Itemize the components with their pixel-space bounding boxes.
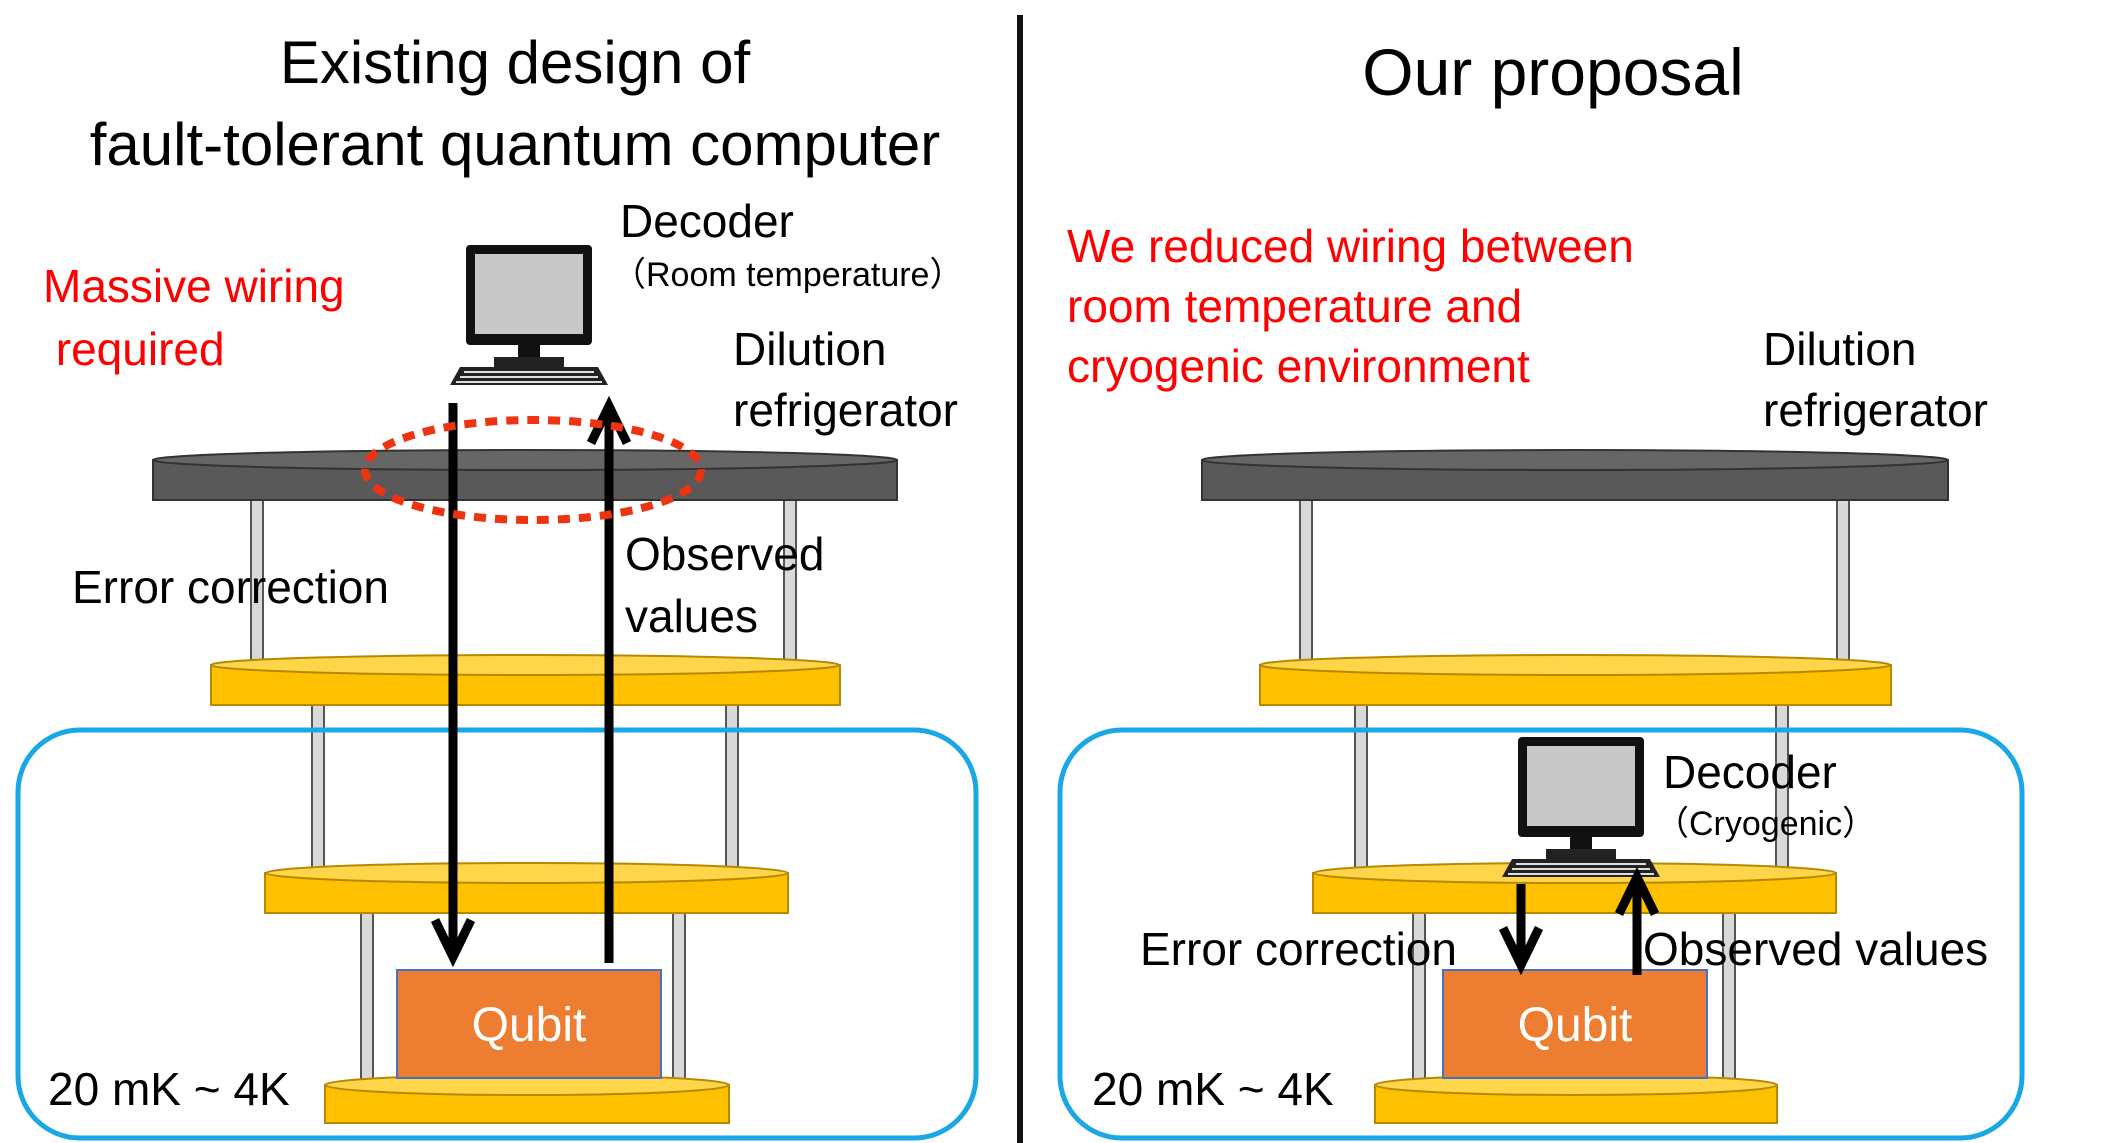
right-qubit-box [1442, 969, 1708, 1079]
right-fridge-line2: refrigerator [1763, 384, 1988, 436]
left-decoder-label: Decoder [620, 195, 794, 247]
computer-icon [1501, 736, 1661, 878]
right-note-line3: cryogenic environment [1067, 340, 1530, 392]
right-title: Our proposal [1362, 35, 1744, 109]
massive-wiring-highlight [361, 416, 705, 524]
left-decoder-sub: （Room temperature） [612, 256, 963, 294]
left-observed-line1: Observed [625, 528, 824, 580]
left-note-line2: required [43, 323, 225, 375]
right-observed-values-arrow [1614, 866, 1660, 975]
left-qubit-box [396, 969, 662, 1079]
right-decoder-label: Decoder [1663, 746, 1837, 798]
left-plate-4 [324, 1074, 730, 1124]
right-decoder-sub: （Cryogenic） [1655, 805, 1876, 843]
left-fridge-line2: refrigerator [733, 384, 958, 436]
left-top-plate [152, 449, 898, 501]
right-observed-values-label: Observed values [1643, 923, 1988, 975]
left-title-line1: Existing design of [280, 29, 751, 96]
left-plate-2 [210, 654, 841, 706]
left-note-line1: Massive wiring [43, 260, 345, 312]
right-plate-2 [1259, 654, 1892, 706]
right-plate-4 [1374, 1074, 1778, 1124]
right-note-line2: room temperature and [1067, 280, 1522, 332]
left-title-line2: fault-tolerant quantum computer [90, 111, 940, 178]
left-fridge-line1: Dilution [733, 323, 886, 375]
right-support-posts [1299, 499, 1850, 1091]
right-note-line1: We reduced wiring between [1067, 220, 1634, 272]
left-qubit-label: Qubit [472, 999, 587, 1052]
left-observed-line2: values [625, 590, 758, 642]
right-fridge-line1: Dilution [1763, 323, 1916, 375]
left-plate-3 [264, 862, 789, 914]
right-top-plate [1201, 449, 1949, 501]
left-error-correction-arrow [430, 403, 476, 968]
right-error-correction-label: Error correction [1140, 923, 1457, 975]
right-cryogenic-region [1057, 727, 2025, 1141]
right-temp-range: 20 mK ~ 4K [1092, 1063, 1334, 1115]
left-error-correction-label: Error correction [72, 561, 389, 613]
right-qubit-label: Qubit [1518, 999, 1633, 1052]
right-error-correction-arrow [1498, 884, 1544, 976]
left-cryogenic-region [15, 727, 979, 1141]
left-temp-range: 20 mK ~ 4K [48, 1063, 290, 1115]
computer-icon [449, 244, 609, 386]
